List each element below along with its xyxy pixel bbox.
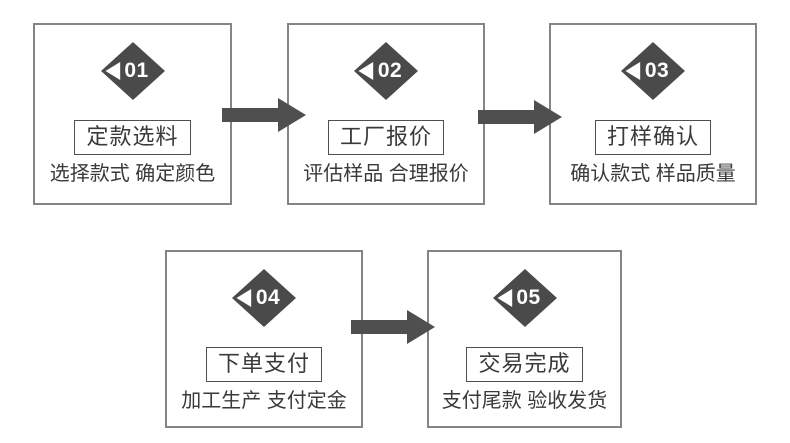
gem-diamond-icon: 04 <box>232 269 296 327</box>
step-box-5: 05 交易完成 支付尾款 验收发货 <box>427 250 622 428</box>
right-arrow-icon <box>222 98 306 132</box>
gem-diamond-icon: 03 <box>621 42 685 100</box>
step-subtitle: 支付尾款 验收发货 <box>441 390 608 413</box>
step-number: 02 <box>377 59 403 82</box>
right-arrow-icon <box>351 310 435 344</box>
step-subtitle: 确认款式 样品质量 <box>570 163 736 186</box>
step-title: 打样确认 <box>594 120 711 156</box>
step-title: 工厂报价 <box>327 120 444 156</box>
step-title: 下单支付 <box>205 347 322 383</box>
step-number: 01 <box>124 59 149 82</box>
step-subtitle: 评估样品 合理报价 <box>303 163 469 186</box>
step-subtitle: 加工生产 支付定金 <box>181 390 347 413</box>
step-title: 交易完成 <box>466 347 583 383</box>
step-box-3: 03 打样确认 确认款式 样品质量 <box>549 23 757 205</box>
step-box-4: 04 下单支付 加工生产 支付定金 <box>165 250 363 428</box>
gem-diamond-icon: 01 <box>100 42 165 100</box>
step-number: 04 <box>255 286 281 309</box>
gem-diamond-icon: 02 <box>354 42 418 100</box>
step-number: 03 <box>644 59 670 82</box>
gem-diamond-icon: 05 <box>492 269 557 327</box>
step-box-1: 01 定款选料 选择款式 确定颜色 <box>33 23 232 205</box>
step-subtitle: 选择款式 确定颜色 <box>49 163 216 186</box>
right-arrow-icon <box>478 100 562 134</box>
step-number: 05 <box>516 286 541 309</box>
step-box-2: 02 工厂报价 评估样品 合理报价 <box>287 23 485 205</box>
step-title: 定款选料 <box>74 120 191 156</box>
